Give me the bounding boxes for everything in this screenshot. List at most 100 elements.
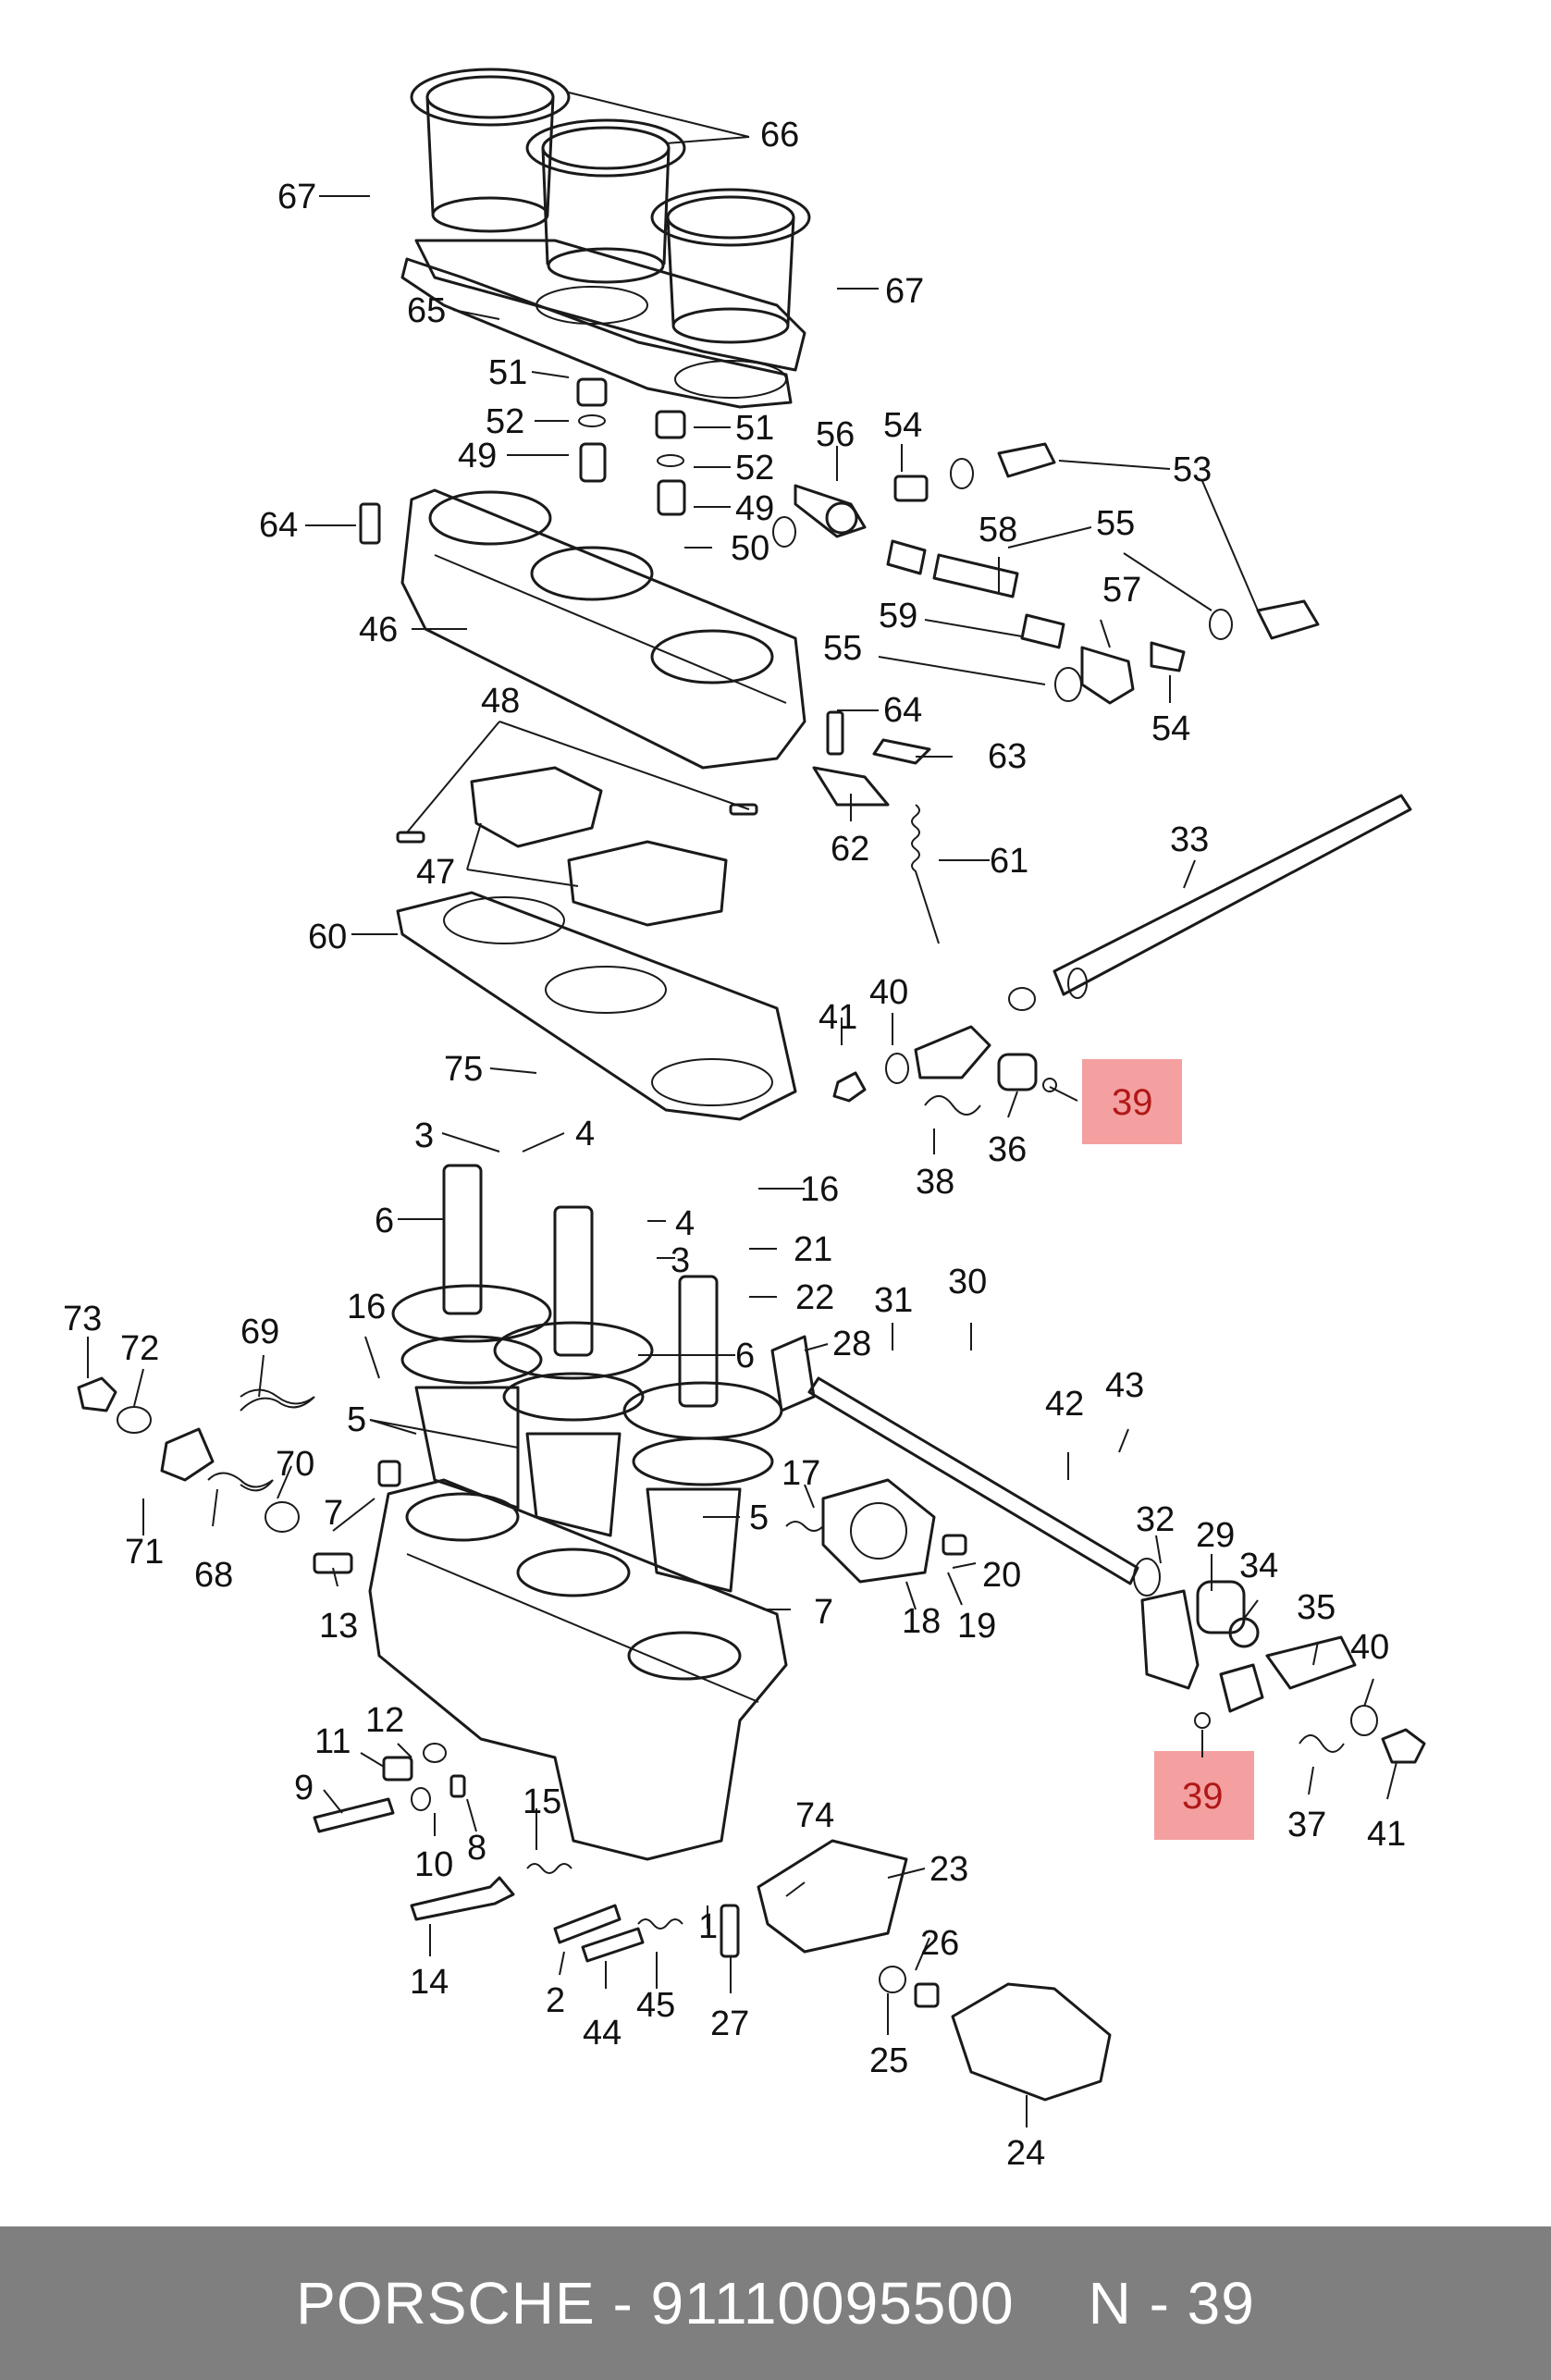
label-27: 27 (710, 2004, 749, 2043)
label-57: 57 (1102, 571, 1141, 610)
label-49: 49 (458, 437, 497, 475)
label-64: 64 (883, 691, 922, 730)
venturis-and-aux-tubes (391, 1164, 783, 1593)
label-28: 28 (832, 1325, 871, 1363)
label-32: 32 (1136, 1500, 1175, 1539)
label-36: 36 (988, 1130, 1027, 1169)
label-40: 40 (1350, 1628, 1389, 1667)
label-5: 5 (347, 1400, 366, 1439)
label-59: 59 (879, 597, 917, 635)
label-39-highlighted: 39 (1182, 1776, 1224, 1817)
label-8: 8 (467, 1829, 486, 1868)
highlight-box-39-top (1082, 1059, 1182, 1144)
label-7: 7 (324, 1494, 343, 1533)
label-30: 30 (948, 1263, 987, 1301)
label-66: 66 (760, 116, 799, 154)
label-4: 4 (575, 1115, 595, 1153)
label-29: 29 (1196, 1516, 1235, 1555)
label-48: 48 (481, 682, 520, 721)
carburetor-body-1 (368, 1478, 788, 1861)
label-73: 73 (63, 1300, 102, 1338)
label-40: 40 (869, 973, 908, 1012)
label-53: 53 (1173, 450, 1212, 489)
carburetor-top-cover-46 (400, 488, 806, 770)
label-49: 49 (735, 489, 774, 528)
separator: - (612, 2270, 634, 2337)
label-1: 1 (698, 1907, 718, 1946)
label-37: 37 (1287, 1806, 1326, 1844)
label-21: 21 (794, 1230, 832, 1269)
label-75: 75 (444, 1050, 483, 1089)
label-24: 24 (1006, 2134, 1045, 2173)
label-50: 50 (731, 529, 769, 568)
label-58: 58 (979, 511, 1017, 549)
velocity-stacks (410, 68, 811, 372)
label-15: 15 (523, 1782, 561, 1821)
label-35: 35 (1297, 1588, 1336, 1627)
label-55: 55 (1096, 504, 1135, 543)
label-31: 31 (874, 1281, 913, 1320)
label-33: 33 (1170, 820, 1209, 859)
label-54: 54 (883, 406, 922, 445)
label-51: 51 (488, 353, 527, 392)
lower-hardware (313, 1743, 1112, 2102)
label-42: 42 (1045, 1385, 1084, 1424)
gasket-60 (396, 891, 797, 1121)
label-41: 41 (819, 998, 857, 1037)
part-labels: 66 67 67 65 51 52 49 51 52 49 50 64 46 5… (63, 116, 1406, 2173)
gasket-65 (400, 257, 793, 409)
label-45: 45 (636, 1986, 675, 2025)
label-62: 62 (831, 830, 869, 869)
label-55: 55 (823, 629, 862, 668)
label-47: 47 (416, 853, 455, 892)
label-12: 12 (365, 1701, 404, 1740)
label-60: 60 (308, 918, 347, 956)
label-64: 64 (259, 506, 298, 545)
label-16: 16 (800, 1170, 839, 1209)
label-3: 3 (671, 1241, 690, 1280)
accelerator-pump-18 (785, 1478, 967, 1584)
part-number: 91110095500 (650, 2270, 1015, 2337)
throttle-shaft-33 (1008, 794, 1412, 1011)
label-4: 4 (675, 1204, 695, 1243)
fuel-line-banjo-parts (772, 442, 1320, 705)
label-67: 67 (277, 178, 316, 216)
exploded-carburetor-diagram: 66 67 67 65 51 52 49 51 52 49 50 64 46 5… (63, 68, 1426, 2173)
label-51: 51 (735, 409, 774, 448)
label-44: 44 (583, 2014, 622, 2053)
label-25: 25 (869, 2041, 908, 2080)
label-19: 19 (957, 1607, 996, 1646)
jet-fittings (359, 377, 686, 545)
label-43: 43 (1105, 1366, 1144, 1405)
label-5: 5 (749, 1498, 769, 1537)
label-52: 52 (735, 449, 774, 487)
label-2: 2 (546, 1981, 565, 2020)
label-65: 65 (407, 291, 446, 330)
reference-separator: - (1149, 2270, 1170, 2337)
part-reference-footer: PORSCHE - 91110095500 N - 39 (0, 2226, 1551, 2380)
label-56: 56 (816, 415, 855, 454)
label-18: 18 (902, 1602, 941, 1641)
leader-lines (87, 92, 1397, 2127)
label-26: 26 (920, 1924, 959, 1963)
label-63: 63 (988, 737, 1027, 776)
throttle-lever-assembly-top (832, 1025, 1057, 1116)
left-side-hardware (77, 1376, 401, 1574)
label-61: 61 (990, 842, 1028, 881)
label-23: 23 (929, 1850, 968, 1889)
label-11: 11 (314, 1722, 351, 1761)
label-41: 41 (1367, 1815, 1406, 1854)
highlight-box-39-bottom (1154, 1751, 1254, 1840)
label-9: 9 (294, 1769, 314, 1807)
label-17: 17 (782, 1454, 820, 1493)
label-67: 67 (885, 272, 924, 311)
floats-47 (396, 766, 758, 927)
label-20: 20 (982, 1556, 1021, 1595)
label-39-highlighted: 39 (1112, 1082, 1153, 1123)
label-72: 72 (120, 1329, 159, 1368)
label-6: 6 (735, 1337, 755, 1375)
label-3: 3 (414, 1116, 434, 1155)
label-46: 46 (359, 610, 398, 649)
label-71: 71 (125, 1533, 164, 1572)
